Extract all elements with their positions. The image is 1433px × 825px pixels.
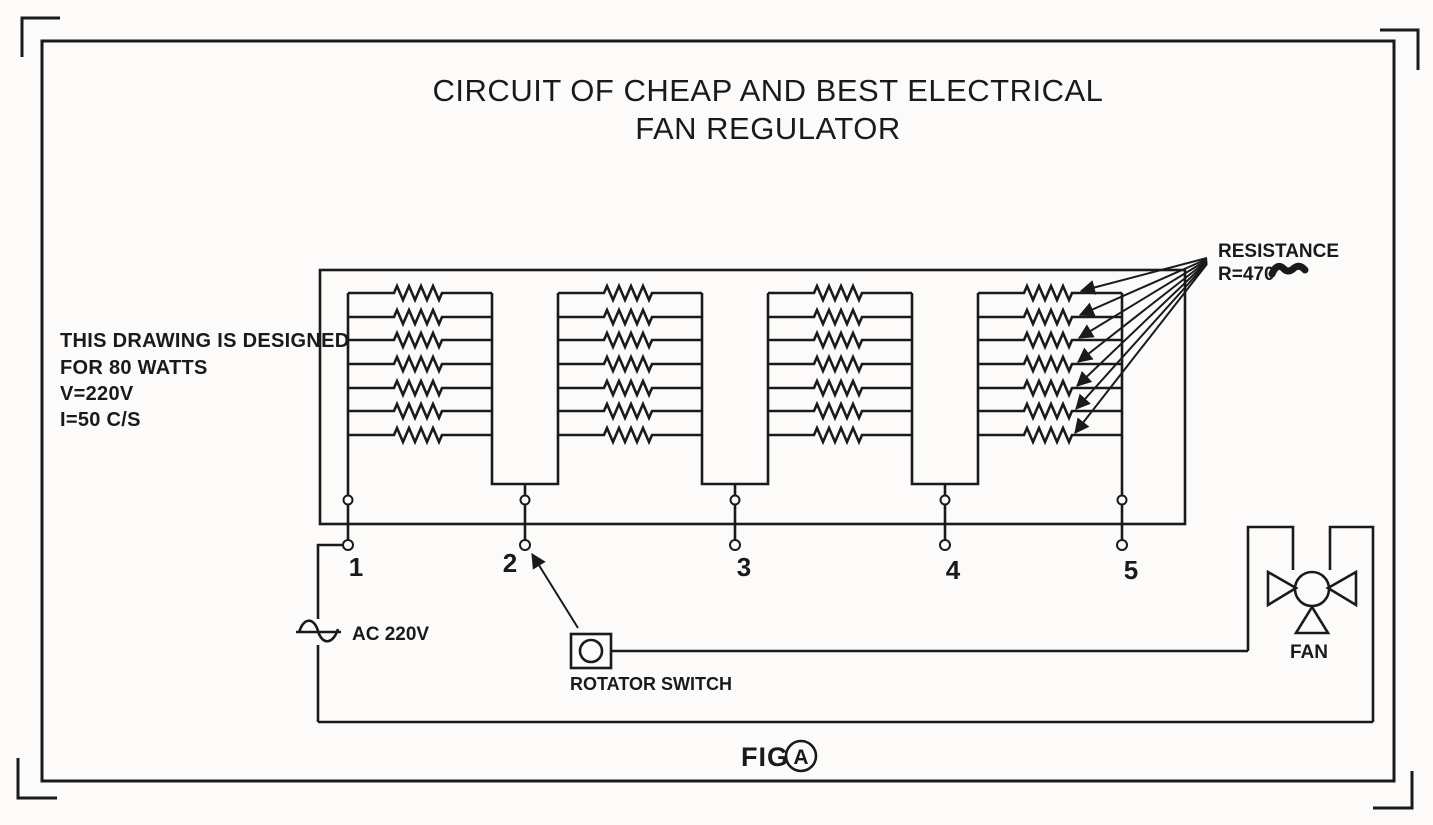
terminal-1-inner-node [342, 494, 354, 506]
crop-mark-top-right [1380, 28, 1420, 70]
resistor-row [346, 402, 494, 420]
terminal-5-node [1116, 539, 1128, 551]
bank1-bank2-link [490, 293, 560, 486]
resistance-arrow [1074, 263, 1208, 434]
ac-source-icon [296, 619, 341, 643]
spec-line-1: THIS DRAWING IS DESIGNED [60, 330, 349, 352]
resistor-bank-2 [556, 284, 704, 444]
ac-source: AC 220V [296, 543, 429, 722]
fan-label: FAN [1290, 642, 1328, 663]
crop-mark-top-left [20, 16, 60, 57]
spec-line-2: FOR 80 WATTS [60, 357, 208, 379]
figure-caption: FIG A [741, 739, 818, 773]
terminal-1-label: 1 [349, 552, 363, 582]
spec-line-4: I=50 C/S [60, 409, 141, 431]
resistance-callout: RESISTANCE R=470 [1074, 241, 1339, 434]
resistance-arrow [1075, 262, 1208, 410]
terminal-nodes: 1 2 3 4 5 [342, 494, 1138, 585]
resistor-row [346, 379, 494, 397]
resistor-row [556, 284, 704, 302]
drawing-border [40, 39, 1396, 783]
resistor-row [556, 426, 704, 444]
switch-selector-arrow [531, 552, 579, 629]
resistance-value: R=470 [1218, 264, 1275, 285]
crop-mark-bottom-left [16, 758, 57, 800]
resistor-row [556, 402, 704, 420]
terminal1-to-source-wire [316, 543, 343, 619]
resistor-row [976, 426, 1124, 444]
resistance-arrow [1078, 258, 1208, 317]
resistor-row [766, 355, 914, 373]
diagram-title-line2: FAN REGULATOR [635, 111, 900, 146]
terminal-5-label: 5 [1124, 555, 1138, 585]
diagram-title-line1: CIRCUIT OF CHEAP AND BEST ELECTRICAL [433, 73, 1104, 108]
resistor-row [766, 308, 914, 326]
figure-caption-letter: A [793, 746, 808, 769]
terminal-5-inner-node [1116, 494, 1128, 506]
ac-source-label: AC 220V [352, 624, 429, 645]
resistor-row [346, 308, 494, 326]
fan-left-lead-wire [1246, 525, 1295, 651]
resistor-bank-3 [766, 284, 914, 444]
resistor-row [346, 331, 494, 349]
resistor-row [766, 284, 914, 302]
terminal-4-label: 4 [946, 555, 961, 585]
fan-right-lead-wire [1328, 525, 1375, 722]
fan-branch: FAN [1246, 525, 1375, 722]
resistor-row [346, 426, 494, 444]
bank3-bank4-link [910, 293, 980, 486]
resistor-row [766, 379, 914, 397]
switch-knob-icon [578, 638, 604, 664]
resistance-arrow [1079, 257, 1208, 295]
resistor-row [556, 379, 704, 397]
resistor-row [556, 355, 704, 373]
resistor-row [766, 402, 914, 420]
terminal-1-node [342, 539, 354, 551]
terminal-3-inner-node [729, 494, 741, 506]
rotator-switch-label: ROTATOR SWITCH [570, 674, 732, 694]
design-specs: THIS DRAWING IS DESIGNED FOR 80 WATTS V=… [60, 330, 349, 431]
spec-line-3: V=220V [60, 383, 134, 405]
resistor-row [346, 284, 494, 302]
terminal-4-inner-node [939, 494, 951, 506]
resistor-row [766, 331, 914, 349]
terminal-3-node [729, 539, 741, 551]
resistor-bank-1 [346, 284, 494, 444]
figure-caption-prefix: FIG [741, 742, 789, 772]
resistor-row [976, 284, 1124, 302]
resistance-arrow [1077, 260, 1208, 363]
rotator-switch: ROTATOR SWITCH [531, 552, 1248, 694]
resistor-row [346, 355, 494, 373]
regulator-enclosure-box [318, 268, 1187, 526]
ohm-scribble-icon [1268, 262, 1309, 278]
fan-icon [1266, 569, 1358, 635]
bank2-bank3-link [700, 293, 770, 486]
terminal-2-inner-node [519, 494, 531, 506]
terminal-2-node [519, 539, 531, 551]
resistor-row [976, 402, 1124, 420]
resistor-row [556, 331, 704, 349]
crop-mark-bottom-right [1373, 771, 1414, 810]
resistor-row [766, 426, 914, 444]
resistor-row [556, 308, 704, 326]
terminal-3-label: 3 [737, 552, 751, 582]
resistance-arrow [1077, 259, 1208, 339]
terminal-4-node [939, 539, 951, 551]
crop-marks [16, 16, 1420, 810]
circled-letter-icon [784, 739, 818, 773]
resistance-arrow [1076, 261, 1208, 387]
resistor-row [976, 308, 1124, 326]
terminal-2-label: 2 [503, 548, 517, 578]
resistance-label: RESISTANCE [1218, 241, 1339, 262]
